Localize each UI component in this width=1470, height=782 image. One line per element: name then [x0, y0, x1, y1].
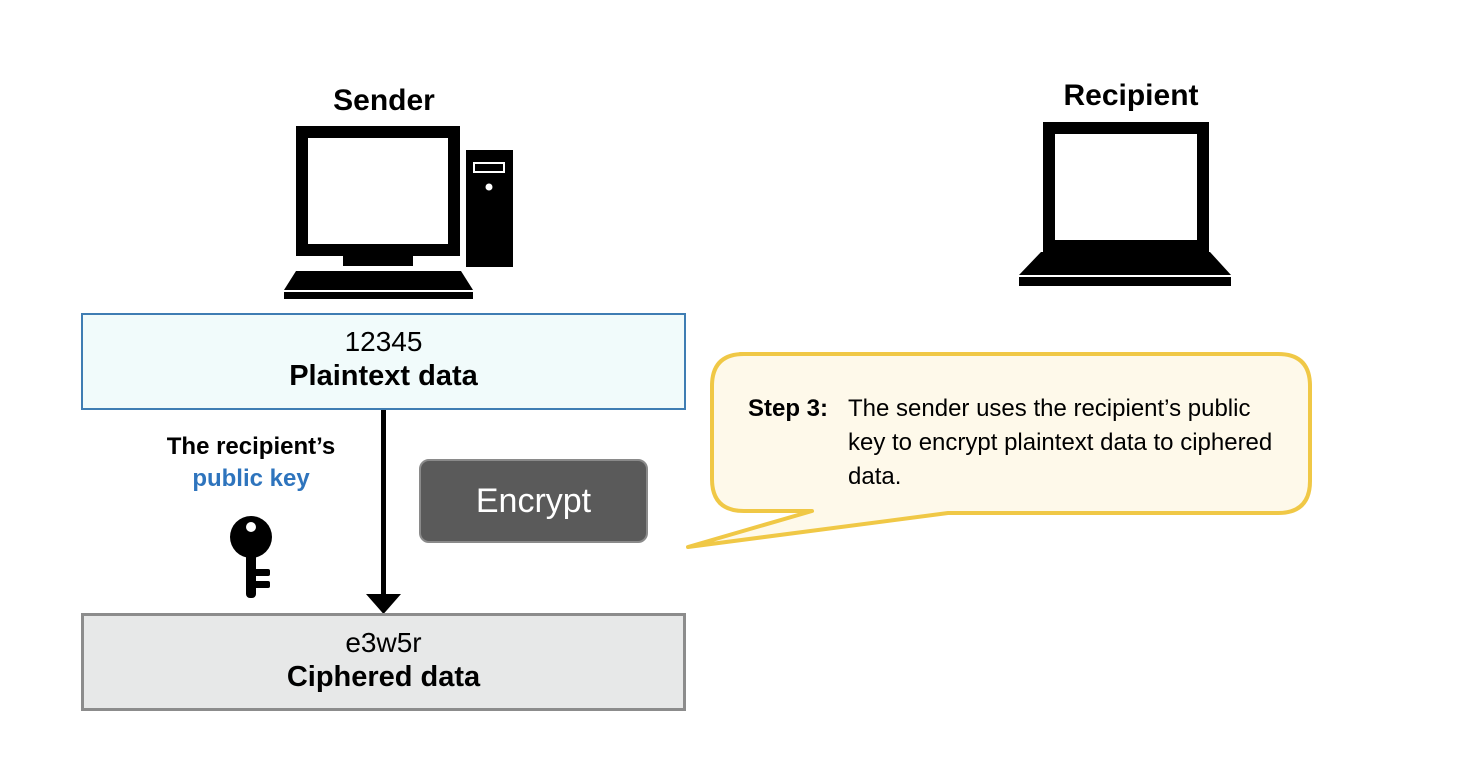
ciphered-box: e3w5r Ciphered data — [81, 613, 686, 711]
plaintext-value: 12345 — [344, 326, 423, 357]
ciphered-value: e3w5r — [345, 627, 422, 658]
tower-power — [485, 183, 493, 191]
laptop-screen — [1055, 134, 1197, 240]
keyboard-base — [284, 292, 473, 299]
callout-step: Step 3: — [748, 395, 829, 422]
recipient-title: Recipient — [1063, 79, 1199, 112]
public-key-label: The recipient’s public key — [130, 431, 372, 495]
monitor-screen — [308, 138, 448, 244]
keyboard — [284, 271, 473, 290]
laptop-base-edge — [1019, 277, 1231, 286]
laptop-base — [1019, 252, 1231, 275]
encrypt-button: Encrypt — [419, 459, 648, 543]
arrow-head-icon — [366, 594, 401, 614]
key-label-line1: The recipient’s — [166, 433, 336, 460]
key-label-line2: public key — [192, 465, 310, 492]
plaintext-box: 12345 Plaintext data — [81, 313, 686, 410]
monitor-stand — [343, 256, 413, 266]
ciphered-label: Ciphered data — [286, 661, 481, 693]
callout-shape — [686, 352, 1312, 549]
sender-title: Sender — [333, 84, 435, 117]
callout-body: The sender uses the recipient’s public k… — [848, 395, 1273, 490]
plaintext-label: Plaintext data — [289, 360, 478, 392]
arrow-shaft — [381, 410, 386, 595]
tower-drive — [473, 162, 505, 173]
